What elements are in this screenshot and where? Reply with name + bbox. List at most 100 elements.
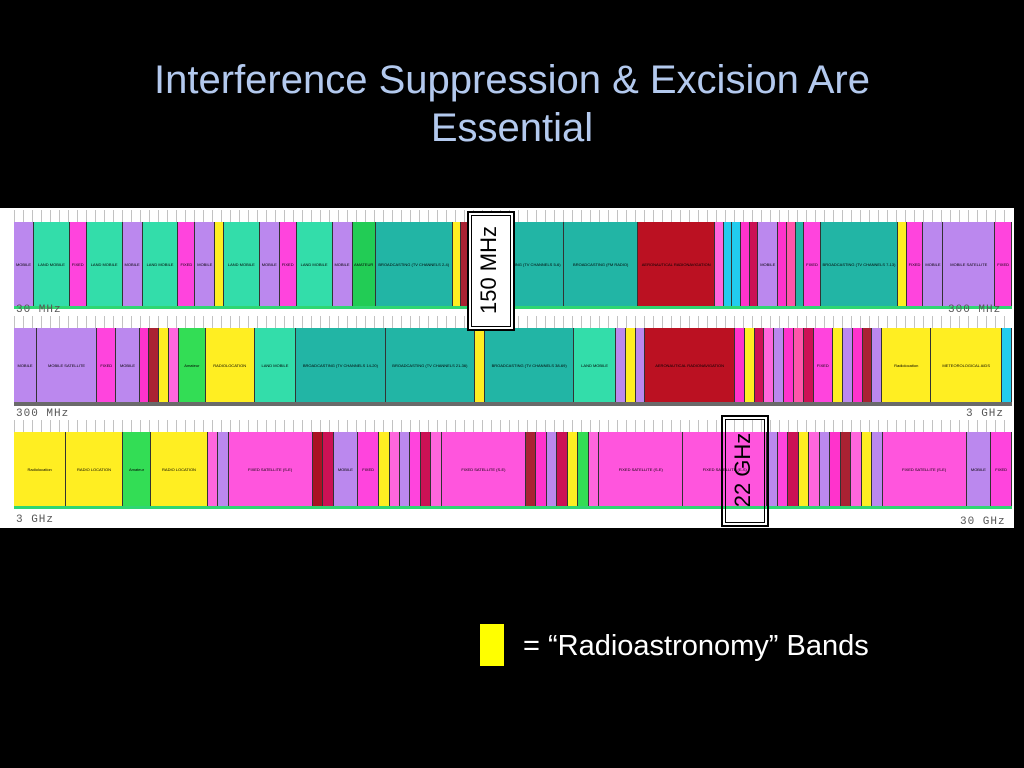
band-row3-29 bbox=[788, 432, 799, 506]
band-row1-23 bbox=[715, 222, 724, 306]
band-label: FIXED SATELLITE (S-E) bbox=[461, 466, 506, 472]
band-row2-2: FIXED bbox=[97, 328, 117, 402]
band-label: MOBILE bbox=[925, 261, 941, 267]
band-label: FIXED bbox=[995, 466, 1008, 472]
band-row2-33 bbox=[872, 328, 883, 402]
band-row2-24 bbox=[774, 328, 785, 402]
band-row1-31 bbox=[795, 222, 805, 306]
band-row1-33: BROADCASTING (TV CHANNELS 7-13) bbox=[820, 222, 899, 306]
band-label: FIXED bbox=[908, 261, 921, 267]
band-row1-26 bbox=[741, 222, 750, 306]
band-label: MOBILE bbox=[119, 362, 136, 368]
band-row1-0: MOBILE bbox=[14, 222, 35, 306]
band-label: MOBILE bbox=[334, 261, 350, 267]
band-row2-20 bbox=[734, 328, 745, 402]
band-label: MOBILE bbox=[124, 261, 140, 267]
band-row3-7 bbox=[312, 432, 324, 506]
band-row2-10: LAND MOBILE bbox=[254, 328, 297, 402]
band-row2-7 bbox=[169, 328, 179, 402]
band-row3-20 bbox=[546, 432, 558, 506]
band-row3-39: MOBILE bbox=[966, 432, 992, 506]
band-label: MOBILE SATELLITE bbox=[48, 362, 86, 368]
band-label: LAND MOBILE bbox=[581, 362, 609, 368]
slide-title: Interference Suppression & Excision Are … bbox=[0, 56, 1024, 152]
band-label: BROADCASTING (TV CHANNELS 38-69) bbox=[491, 362, 567, 368]
band-label: MOBILE bbox=[15, 261, 32, 267]
band-row1-5: LAND MOBILE bbox=[142, 222, 179, 306]
band-label: Radiolocation bbox=[27, 466, 52, 472]
slide-title-line-1: Interference Suppression & Excision Are bbox=[154, 58, 870, 102]
band-row2-19: AERONAUTICAL RADIONAVIGATION bbox=[645, 328, 735, 402]
band-row1-30 bbox=[786, 222, 796, 306]
band-row2-35: METEOROLOGICAL AIDS bbox=[931, 328, 1003, 402]
band-label: FIXED bbox=[997, 261, 1009, 267]
band-label: LAND MOBILE bbox=[90, 261, 118, 267]
band-row1-27 bbox=[749, 222, 759, 306]
band-row3-14 bbox=[410, 432, 421, 506]
band-label: BROADCASTING (TV CHANNELS 2-4) bbox=[378, 261, 450, 267]
band-row3-40: FIXED bbox=[991, 432, 1013, 506]
band-label: BROADCASTING (TV CHANNELS 7-13) bbox=[822, 261, 896, 267]
band-row2-13 bbox=[475, 328, 485, 402]
band-row3-24 bbox=[588, 432, 600, 506]
band-row2-28: FIXED bbox=[813, 328, 834, 402]
band-row2-12: BROADCASTING (TV CHANNELS 21-36) bbox=[385, 328, 476, 402]
slide-title-line-2: Essential bbox=[430, 106, 594, 150]
band-row3-10: FIXED bbox=[358, 432, 380, 506]
band-row1-15: BROADCASTING (TV CHANNELS 2-4) bbox=[375, 222, 453, 306]
band-row3-13 bbox=[399, 432, 411, 506]
band-label: LAND MOBILE bbox=[146, 261, 174, 267]
band-label: FIXED bbox=[180, 261, 193, 267]
band-row2-6 bbox=[159, 328, 170, 402]
row3-green-bar bbox=[14, 506, 1012, 509]
callout-22ghz: 22 GHz bbox=[721, 415, 769, 527]
band-row3-34 bbox=[840, 432, 852, 506]
band-row1-3: LAND MOBILE bbox=[86, 222, 123, 306]
band-label: Amateur bbox=[128, 466, 145, 472]
band-row3-36 bbox=[861, 432, 873, 506]
band-row2-21 bbox=[744, 328, 755, 402]
band-row3-32 bbox=[819, 432, 831, 506]
band-label: RADIOLOCATION bbox=[213, 362, 247, 368]
band-row3-6: FIXED SATELLITE (S-E) bbox=[228, 432, 313, 506]
band-label: MOBILE bbox=[197, 261, 213, 267]
band-row3-35 bbox=[851, 432, 862, 506]
band-row3-25: FIXED SATELLITE (S-E) bbox=[599, 432, 684, 506]
band-row2-0: MOBILE bbox=[14, 328, 38, 402]
band-row2-5 bbox=[149, 328, 160, 402]
row3-start-label: 3 GHz bbox=[16, 514, 55, 526]
band-row1-14: AMATEUR bbox=[352, 222, 376, 306]
band-row1-22: AERONAUTICAL RADIONAVIGATION bbox=[638, 222, 716, 306]
band-row1-28: MOBILE bbox=[758, 222, 779, 306]
band-label: FIXED bbox=[100, 362, 113, 368]
radioastronomy-legend-swatch bbox=[480, 624, 504, 666]
band-label: MOBILE bbox=[337, 466, 353, 472]
band-label: FIXED SATELLITE (S-E) bbox=[618, 466, 663, 472]
band-row3-22 bbox=[567, 432, 579, 506]
band-row1-32: FIXED bbox=[804, 222, 821, 306]
band-row2-30 bbox=[842, 328, 853, 402]
band-label: BROADCASTING (TV CHANNELS 21-36) bbox=[392, 362, 468, 368]
band-label: LAND MOBILE bbox=[227, 261, 255, 267]
band-row1-24 bbox=[723, 222, 733, 306]
band-label: MOBILE bbox=[760, 261, 776, 267]
band-label: FIXED bbox=[806, 261, 818, 267]
band-label: FIXED bbox=[816, 362, 829, 368]
callout-22ghz-label: 22 GHz bbox=[730, 432, 755, 508]
frequency-allocation-chart: MOBILE LAND MOBILE FIXED LAND MOBILE MOBILE L… bbox=[0, 208, 1014, 528]
row1-start-label: 30 MHz bbox=[16, 304, 62, 316]
band-row1-8 bbox=[215, 222, 224, 306]
band-label: MOBILE SATELLITE bbox=[950, 261, 988, 267]
band-row2-23 bbox=[764, 328, 775, 402]
band-row3-16 bbox=[431, 432, 442, 506]
band-row3-17: FIXED SATELLITE (S-E) bbox=[441, 432, 526, 506]
band-row3-18 bbox=[525, 432, 537, 506]
band-row3-9: MOBILE bbox=[333, 432, 359, 506]
band-row2-26 bbox=[793, 328, 804, 402]
row2-dark-bar bbox=[14, 402, 1012, 406]
band-label: MOBILE bbox=[261, 261, 277, 267]
band-label: FIXED bbox=[281, 261, 294, 267]
band-row2-32 bbox=[862, 328, 873, 402]
